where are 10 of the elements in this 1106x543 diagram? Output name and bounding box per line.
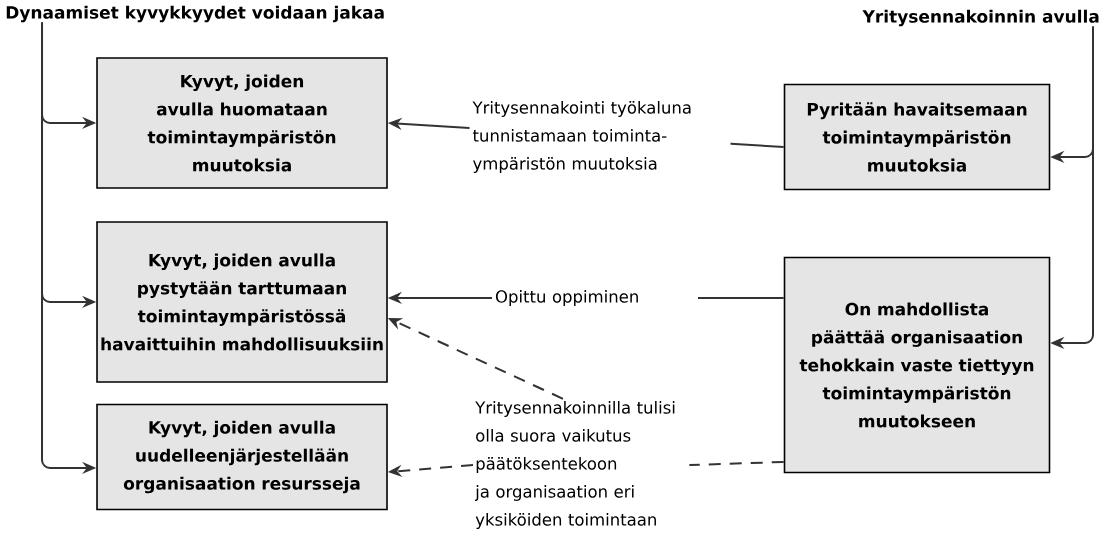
foresight-box: On mahdollista päättää organisaation tehokkain vaste tiettyyn toimintaympäristön muutokseen: [783, 256, 1051, 474]
heading-text: Yritysennakoinnin avulla: [862, 9, 1099, 27]
edge-label: Yritysennakointi työkaluna tunnistamaan toiminta-ympäristön muutoksia: [469, 98, 731, 176]
capability-box: Kyvyt, joiden avulla huomataan toimintaympäristön muutoksia: [96, 57, 388, 189]
foresight-box: Pyritään havaitsemaan toimintaympäristön muutoksia: [783, 83, 1051, 191]
note-text: Yritysennakoinnilla tulisi olla suora vaikutus päätöksentekoon ja organisaation eri yksiköiden toimintaan: [474, 401, 675, 529]
capability-box: Kyvyt, joiden avulla uudelleenjärjestellään organisaation resursseja: [96, 403, 388, 511]
capability-box: Kyvyt, joiden avulla pystytään tarttumaan toimintaympäristössä havaittuihin mahdollisuuksiin: [96, 221, 388, 383]
heading-text: Dynaamiset kyvykkyydet voidaan jakaa: [6, 5, 384, 23]
edge-label: Opittu oppiminen: [492, 287, 698, 309]
